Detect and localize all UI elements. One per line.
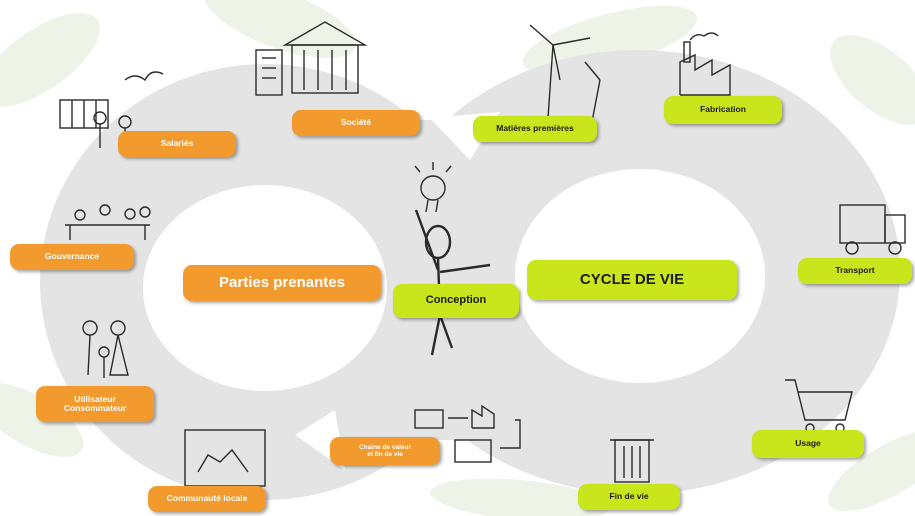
label-usage: Usage (752, 430, 864, 458)
lightbulb-icon (414, 162, 452, 213)
value-chain-icon (414, 404, 521, 463)
label-transport: Transport (798, 258, 912, 284)
governance-icon (65, 204, 151, 240)
trash-bin-icon (610, 439, 654, 483)
label-fin-de-vie: Fin de vie (578, 484, 680, 510)
title-parties-prenantes: Parties prenantes (183, 265, 381, 301)
bank-building-icon (282, 21, 368, 94)
label-utilisateur-consommateur: Utilisateur Consommateur (36, 386, 154, 422)
label-communaute-locale: Communauté locale (148, 486, 266, 512)
label-salaries: Salariés (118, 131, 236, 157)
label-fabrication: Fabrication (664, 96, 782, 124)
truck-icon (839, 204, 906, 255)
office-building-icon (255, 49, 283, 96)
label-chaine-de-valeur: Chaine de valeur et fin de vie (330, 437, 440, 465)
workers-icon (59, 71, 164, 150)
label-gouvernance: Gouvernance (10, 244, 134, 270)
label-matieres-premieres: Matières premières (473, 116, 597, 142)
label-conception: Conception (393, 284, 519, 318)
title-cycle-de-vie: CYCLE DE VIE (527, 260, 737, 300)
factory-icon (679, 32, 731, 96)
label-societe: Société (292, 110, 420, 136)
family-icon (82, 320, 129, 378)
